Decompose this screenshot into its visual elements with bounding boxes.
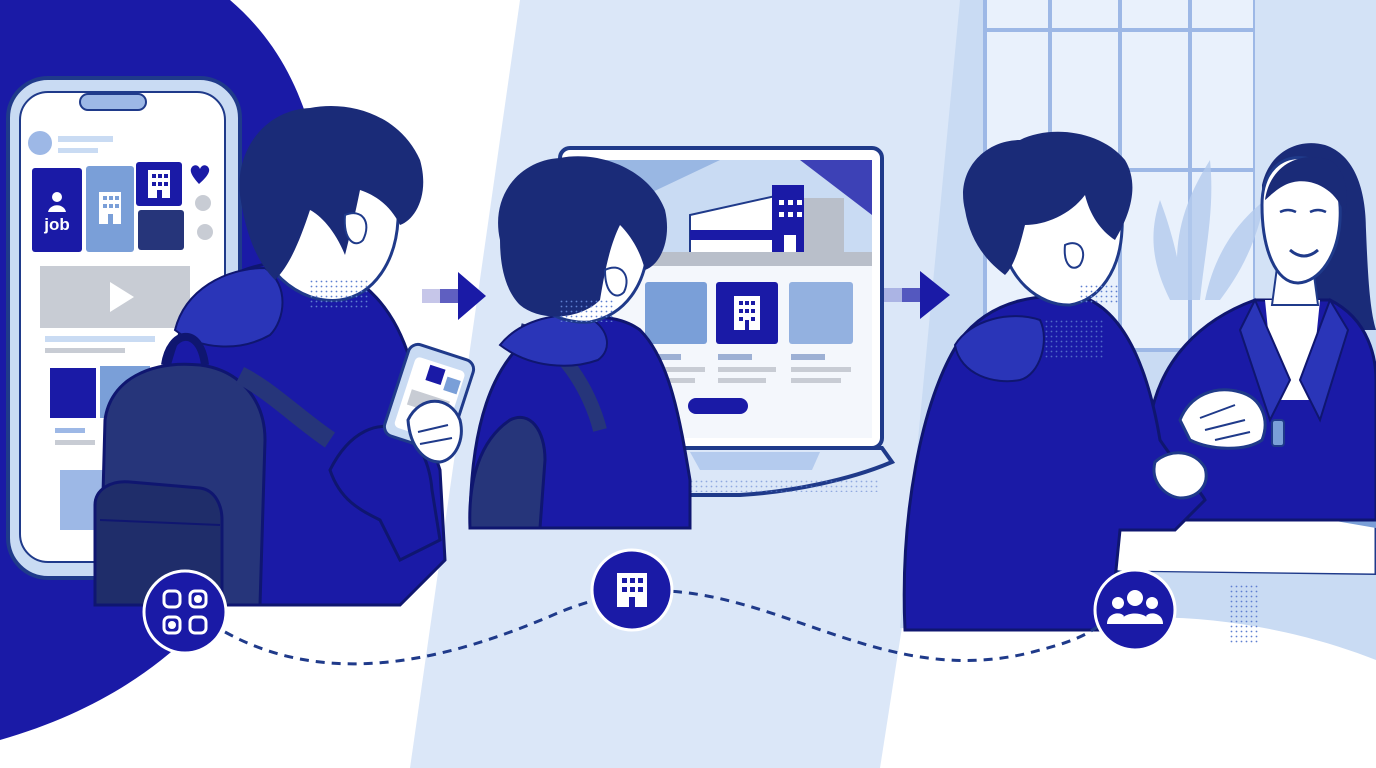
plant-silhouette bbox=[1153, 160, 1265, 300]
interviewer bbox=[1142, 143, 1376, 522]
building-icon bbox=[99, 192, 121, 224]
candidate-interview bbox=[902, 131, 1208, 632]
journey-path bbox=[224, 589, 1107, 666]
heart-icon bbox=[190, 165, 210, 184]
play-icon bbox=[110, 282, 134, 312]
building-icon bbox=[734, 296, 760, 330]
candidate-research bbox=[468, 156, 692, 530]
person-icon bbox=[48, 192, 66, 212]
people-group-icon bbox=[1107, 590, 1163, 624]
apps-grid-icon bbox=[162, 589, 208, 635]
step-badge-apps bbox=[142, 569, 228, 655]
building-icon bbox=[617, 573, 647, 607]
step-badge-interview bbox=[1093, 568, 1177, 652]
step-badge-company bbox=[590, 548, 674, 632]
office-building bbox=[689, 185, 844, 256]
phone-notch bbox=[79, 93, 147, 111]
candidate-browsing bbox=[93, 105, 476, 607]
arrow-right-icon bbox=[422, 272, 486, 320]
arrow-right-icon bbox=[884, 271, 950, 319]
job-tile-label: job bbox=[43, 215, 70, 234]
building-icon bbox=[148, 170, 170, 198]
apply-button-graphic bbox=[688, 398, 748, 414]
